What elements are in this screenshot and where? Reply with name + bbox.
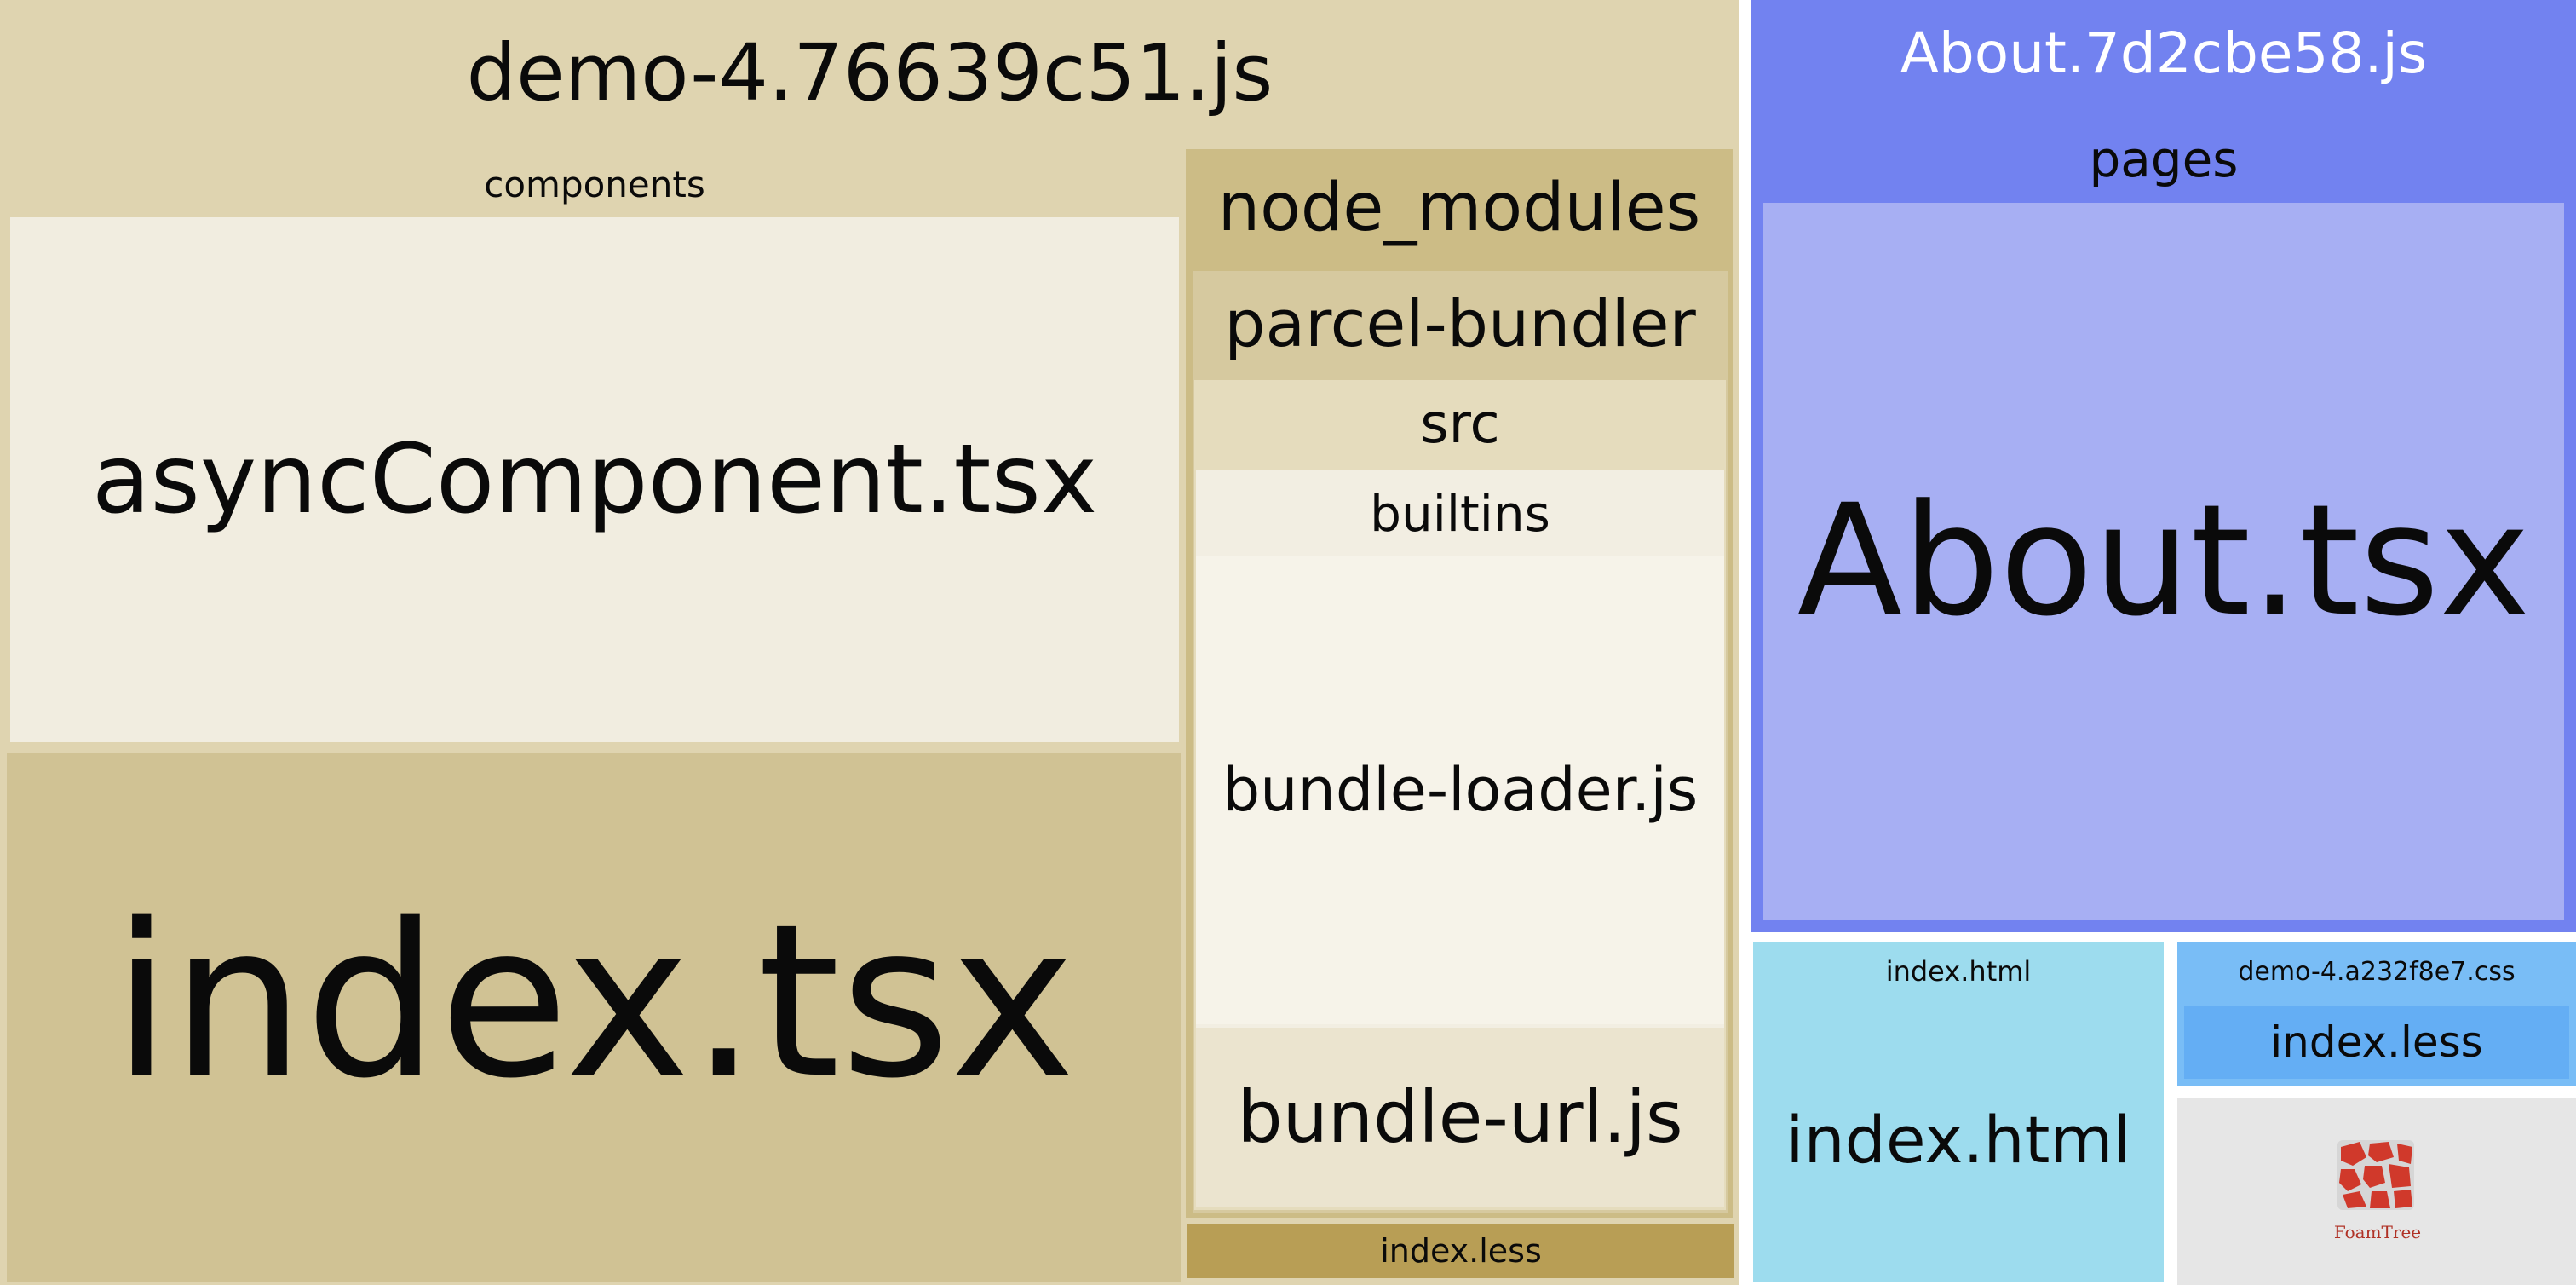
- bundle-loader-tile[interactable]: bundle-loader.js: [1196, 556, 1724, 1024]
- bundle-loader-label: bundle-loader.js: [1222, 755, 1699, 825]
- index-html-group-tile[interactable]: index.html index.html: [1753, 942, 2164, 1282]
- demo-bundle-title: demo-4.76639c51.js: [466, 27, 1274, 118]
- parcel-bundler-label: parcel-bundler: [1224, 285, 1696, 361]
- index-tsx-tile[interactable]: index.tsx: [7, 753, 1181, 1282]
- index-html-group-title: index.html: [1885, 955, 2032, 988]
- css-index-less-tile[interactable]: index.less: [2184, 1006, 2569, 1079]
- about-bundle-title: About.7d2cbe58.js: [1900, 20, 2428, 86]
- components-folder-label: components: [484, 164, 705, 205]
- node-modules-label: node_modules: [1217, 170, 1701, 246]
- builtins-label: builtins: [1370, 485, 1550, 543]
- about-tsx-tile[interactable]: About.tsx: [1763, 203, 2564, 920]
- pages-folder-label: pages: [2089, 130, 2239, 188]
- src-label: src: [1420, 393, 1500, 456]
- about-tsx-label: About.tsx: [1797, 472, 2531, 650]
- foamtree-label: FoamTree: [2333, 1222, 2422, 1242]
- foamtree-logo-icon: [2337, 1140, 2414, 1210]
- css-index-less-label: index.less: [2270, 1017, 2483, 1067]
- index-html-file-label: index.html: [1785, 1102, 2131, 1178]
- foamtree-panel: FoamTree: [2177, 1098, 2576, 1285]
- bundle-url-tile[interactable]: bundle-url.js: [1196, 1028, 1724, 1207]
- css-bundle-title: demo-4.a232f8e7.css: [2238, 957, 2516, 987]
- async-component-label: asyncComponent.tsx: [91, 424, 1098, 535]
- bundle-url-label: bundle-url.js: [1237, 1075, 1683, 1159]
- index-tsx-label: index.tsx: [112, 879, 1076, 1125]
- demo-index-less-tile[interactable]: index.less: [1187, 1224, 1734, 1278]
- demo-index-less-label: index.less: [1380, 1232, 1542, 1270]
- async-component-tile[interactable]: asyncComponent.tsx: [10, 217, 1179, 742]
